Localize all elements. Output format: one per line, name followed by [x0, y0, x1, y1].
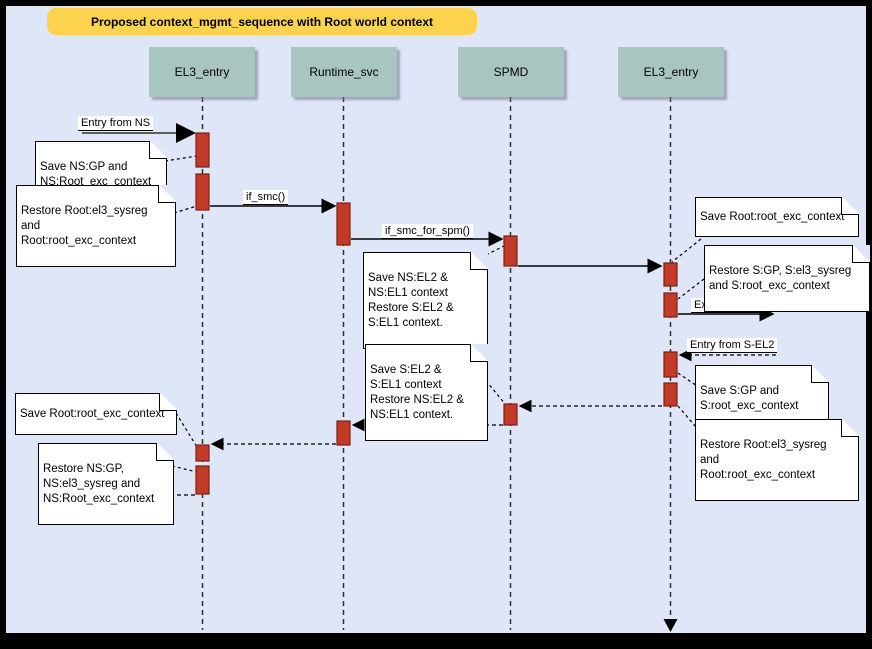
note-fold-icon	[841, 197, 859, 215]
lifeline-head-el3-entry-1: EL3_entry	[149, 47, 255, 97]
note-text: Save NS:EL2 & NS:EL1 context Restore S:E…	[368, 272, 454, 329]
diagram-title: Proposed context_mgmt_sequence with Root…	[47, 8, 477, 35]
label-entry-from-sel2: Entry from S-EL2	[687, 338, 778, 353]
note-text: Save S:EL2 & S:EL1 context Restore NS:EL…	[370, 364, 464, 421]
note-restore-ns-gp: Restore NS:GP, NS:el3_sysreg and NS:Root…	[38, 443, 174, 525]
note-save-root-exc-right: Save Root:root_exc_context	[695, 197, 859, 237]
label-if-smc: if_smc()	[243, 190, 289, 205]
note-fold-icon	[149, 141, 167, 159]
note-text: Restore Root:el3_sysreg and Root:root_ex…	[700, 439, 827, 481]
note-fold-icon	[158, 185, 176, 203]
label-entry-from-ns: Entry from NS	[78, 116, 154, 131]
note-text: Save Root:root_exc_context	[700, 211, 845, 223]
lifeline-head-spmd: SPMD	[458, 47, 564, 97]
note-restore-root-sysreg-2: Restore Root:el3_sysreg and Root:root_ex…	[695, 419, 859, 501]
note-fold-icon	[852, 245, 870, 263]
note-fold-icon	[470, 252, 488, 270]
note-text: Save S:GP and S:root_exc_context	[700, 385, 799, 412]
note-fold-icon	[470, 344, 488, 362]
note-fold-icon	[159, 393, 177, 411]
note-text: Restore NS:GP, NS:el3_sysreg and NS:Root…	[43, 463, 155, 505]
note-fold-icon	[841, 419, 859, 437]
note-text: Restore S:GP, S:el3_sysreg and S:root_ex…	[709, 265, 852, 292]
note-fold-icon	[156, 443, 174, 461]
note-restore-s-gp: Restore S:GP, S:el3_sysreg and S:root_ex…	[704, 245, 870, 312]
note-text: Save NS:GP and NS:Root_exc_context	[40, 161, 152, 188]
lifeline-head-el3-entry-2: EL3_entry	[618, 47, 724, 97]
note-save-ns-el2: Save NS:EL2 & NS:EL1 context Restore S:E…	[363, 252, 488, 349]
note-save-s-el2: Save S:EL2 & S:EL1 context Restore NS:EL…	[365, 344, 488, 441]
lifeline-head-runtime-svc: Runtime_svc	[291, 47, 397, 97]
note-save-root-exc-left: Save Root:root_exc_context	[15, 393, 177, 435]
label-if-smc-for-spm: if_smc_for_spm()	[382, 224, 473, 239]
note-text: Save Root:root_exc_context	[20, 408, 165, 420]
note-fold-icon	[811, 365, 829, 383]
note-text: Restore Root:el3_sysreg and Root:root_ex…	[21, 205, 148, 247]
note-restore-root-sysreg-1: Restore Root:el3_sysreg and Root:root_ex…	[16, 185, 176, 267]
